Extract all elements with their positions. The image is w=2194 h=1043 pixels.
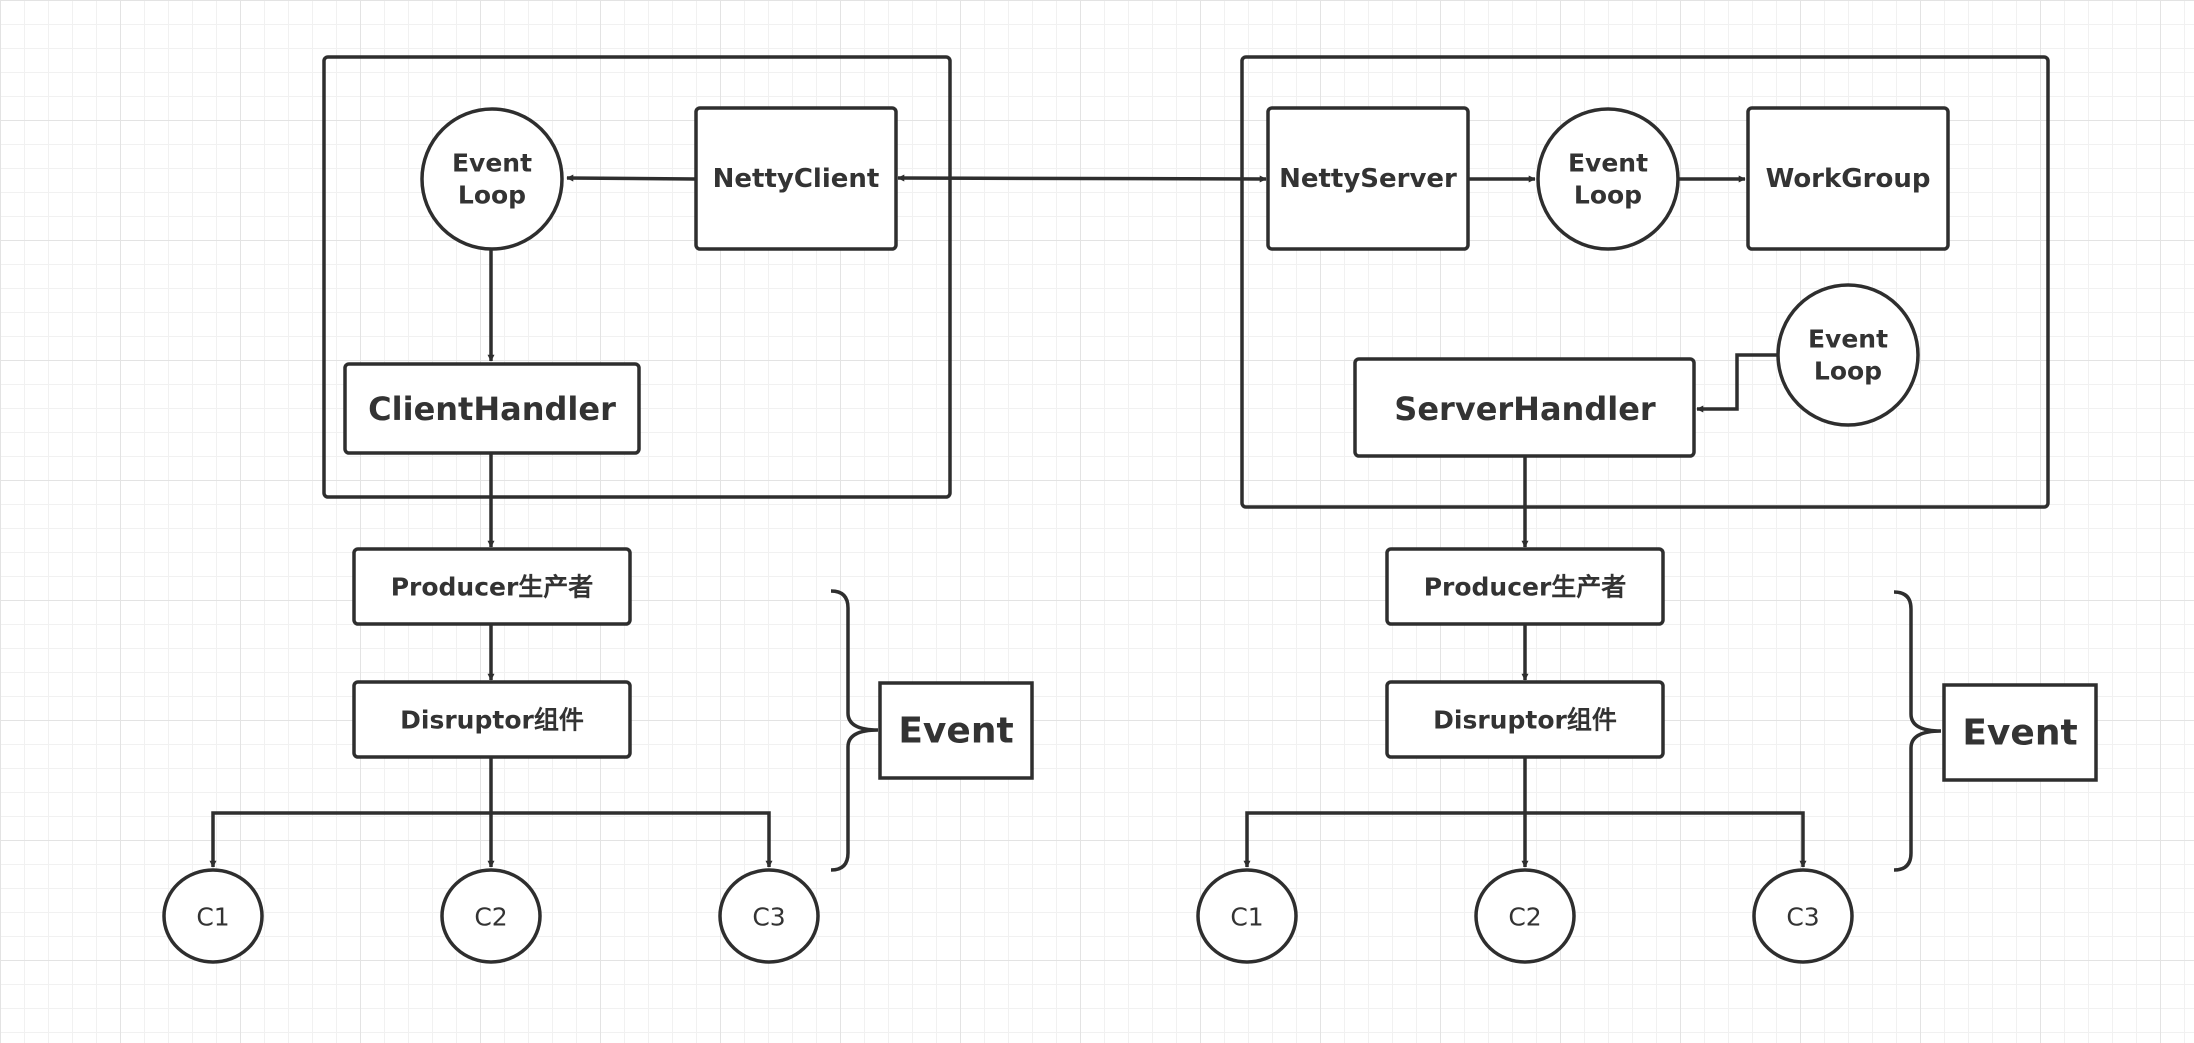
server-event-loop-2-label-1: Event: [1808, 325, 1888, 354]
server-event-loop-label-2: Loop: [1574, 181, 1642, 210]
client-consumer-c3-label: C3: [752, 903, 785, 932]
server-event-loop-2-label-2: Loop: [1814, 357, 1882, 386]
netty-server-label: NettyServer: [1279, 164, 1457, 194]
server-handler-label: ServerHandler: [1394, 390, 1656, 428]
edge-disruptor-to-c1: [209, 811, 491, 868]
server-event-label: Event: [1962, 713, 2077, 754]
netty-client-node: NettyClient: [694, 106, 898, 251]
server-consumer-c2-label: C2: [1508, 903, 1541, 932]
server-producer-label: Producer生产者: [1424, 573, 1627, 602]
server-consumer-c1-label: C1: [1230, 903, 1263, 932]
client-consumer-c1-label: C1: [196, 903, 229, 932]
server-consumer-c1: C1: [1196, 868, 1298, 964]
work-group-label: WorkGroup: [1766, 164, 1931, 194]
edge-disruptor-to-c3-server: [1525, 811, 1807, 868]
server-consumer-c3-label: C3: [1786, 903, 1819, 932]
client-consumer-c2-label: C2: [474, 903, 507, 932]
client-section: Event Loop NettyClient ClientHandler Pro…: [162, 55, 1034, 964]
server-disruptor-label: Disruptor组件: [1433, 706, 1617, 735]
client-event-loop: Event Loop: [420, 107, 564, 251]
edge-eventloop2-to-serverhandler: [1696, 353, 1777, 413]
client-event-loop-label-2: Loop: [458, 181, 526, 210]
server-consumer-c2: C2: [1474, 868, 1576, 964]
client-event-label: Event: [898, 711, 1013, 752]
client-disruptor-label: Disruptor组件: [400, 706, 584, 735]
client-handler-label: ClientHandler: [368, 390, 616, 428]
server-event-loop: Event Loop: [1536, 107, 1680, 251]
edge-disruptor-to-c3: [491, 811, 773, 868]
server-disruptor-node: Disruptor组件: [1385, 680, 1665, 759]
client-event-brace: [830, 589, 879, 872]
work-group-node: WorkGroup: [1746, 106, 1950, 251]
client-producer-label: Producer生产者: [391, 573, 594, 602]
client-consumer-c1: C1: [162, 868, 264, 964]
client-disruptor-node: Disruptor组件: [352, 680, 632, 759]
client-event-loop-label-1: Event: [452, 149, 532, 178]
client-consumer-c2: C2: [440, 868, 542, 964]
edge-nettyclient-to-eventloop: [566, 174, 696, 182]
server-event-loop-label-1: Event: [1568, 149, 1648, 178]
edge-client-server-link: [897, 174, 1267, 183]
server-handler-node: ServerHandler: [1353, 357, 1696, 458]
server-event-box: Event: [1942, 683, 2098, 782]
client-producer-node: Producer生产者: [352, 547, 632, 626]
server-netty-container: [1240, 55, 2050, 509]
server-producer-node: Producer生产者: [1385, 547, 1665, 626]
server-section: NettyServer Event Loop WorkGroup Event L…: [1196, 55, 2098, 964]
client-event-box: Event: [878, 681, 1034, 780]
server-event-brace: [1893, 590, 1942, 872]
server-event-loop-2: Event Loop: [1776, 283, 1920, 427]
server-consumer-c3: C3: [1752, 868, 1854, 964]
client-handler-node: ClientHandler: [343, 362, 641, 455]
netty-server-node: NettyServer: [1266, 106, 1470, 251]
client-consumer-c3: C3: [718, 868, 820, 964]
client-netty-container: [322, 55, 952, 499]
netty-client-label: NettyClient: [713, 164, 880, 194]
edge-disruptor-to-c1-server: [1243, 811, 1525, 868]
